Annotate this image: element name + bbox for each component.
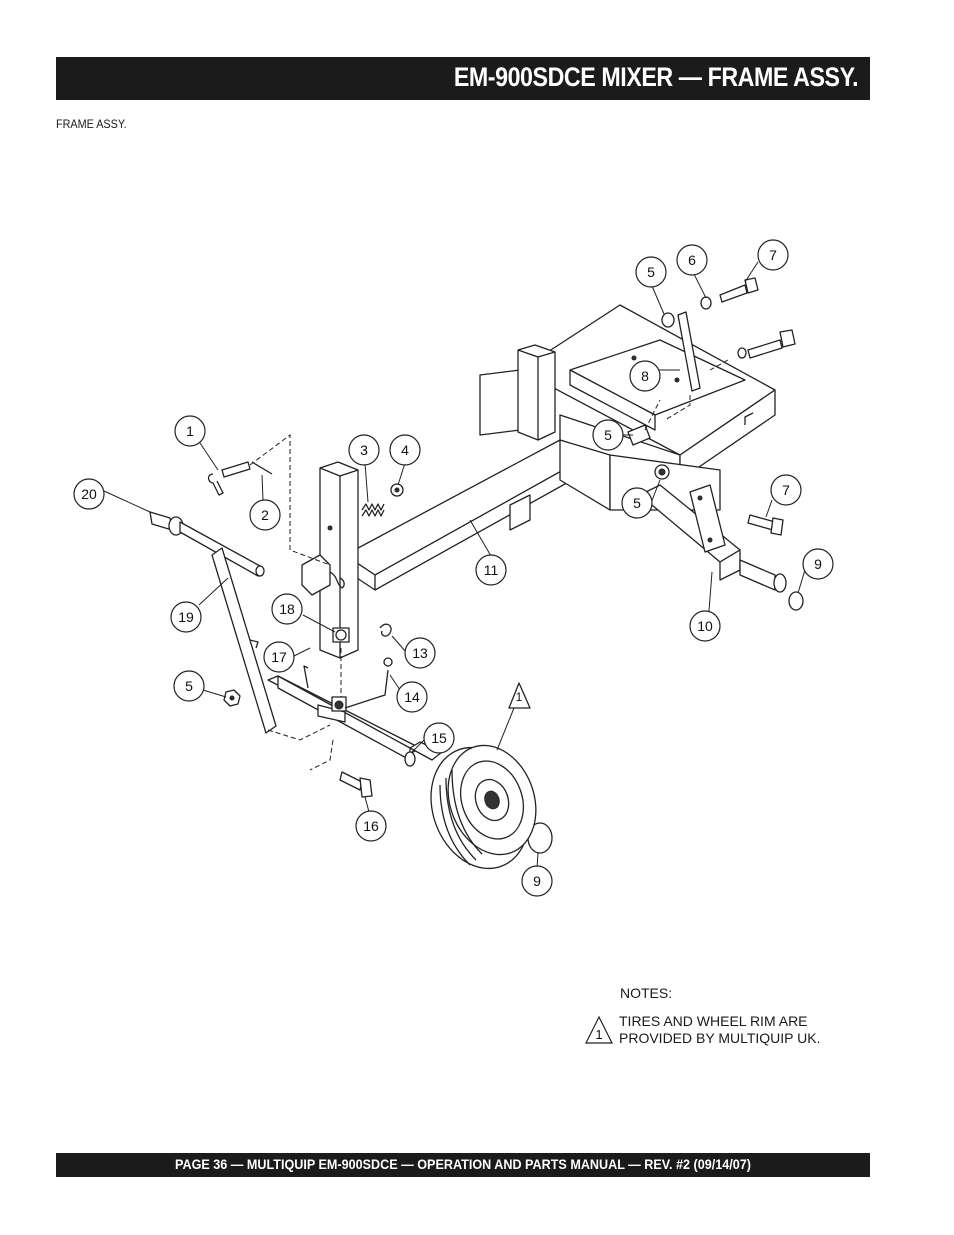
tow-handle [149, 511, 331, 741]
callout-8: 8 [629, 360, 661, 392]
retaining-rings [527, 591, 804, 854]
warning-triangle-icon: 1 [585, 1015, 613, 1044]
note-marker: 1 [595, 1027, 602, 1042]
callout-5-mid: 5 [592, 419, 624, 451]
page-title: EM-900SDCE MIXER — FRAME ASSY. [453, 62, 859, 92]
svg-text:4: 4 [401, 442, 409, 458]
callout-16: 16 [355, 810, 387, 842]
callout-18: 18 [271, 593, 303, 625]
svg-text:19: 19 [178, 609, 194, 625]
svg-text:7: 7 [769, 247, 777, 263]
lower-axle [267, 623, 443, 771]
warning-marker: 1 [516, 690, 523, 704]
section-label: FRAME ASSY. [56, 117, 127, 131]
svg-text:3: 3 [360, 442, 368, 458]
svg-text:18: 18 [279, 601, 295, 617]
callout-3: 3 [348, 434, 380, 466]
callout-4: 4 [389, 434, 421, 466]
svg-text:14: 14 [404, 689, 420, 705]
svg-text:2: 2 [261, 507, 269, 523]
callout-5-lower: 5 [173, 670, 205, 702]
note-text: TIRES AND WHEEL RIM ARE PROVIDED BY MULT… [619, 1013, 821, 1046]
svg-text:1: 1 [186, 423, 194, 439]
svg-text:17: 17 [271, 649, 287, 665]
callout-2: 2 [249, 499, 281, 531]
svg-text:13: 13 [412, 645, 428, 661]
callout-1: 1 [174, 415, 206, 447]
callout-13: 13 [404, 637, 436, 669]
side-bolt [747, 514, 784, 536]
svg-text:8: 8 [641, 368, 649, 384]
svg-text:10: 10 [697, 618, 713, 634]
callout-5-top: 5 [635, 256, 667, 288]
svg-text:16: 16 [363, 818, 379, 834]
pin-and-cotter [207, 434, 331, 566]
svg-text:6: 6 [688, 252, 696, 268]
svg-text:5: 5 [604, 427, 612, 443]
lower-fasteners [223, 689, 373, 798]
wheel [430, 744, 537, 870]
callout-19: 19 [170, 601, 202, 633]
svg-text:15: 15 [431, 730, 447, 746]
spring-and-washer [361, 483, 404, 517]
callout-20: 20 [73, 478, 105, 510]
callout-7-side: 7 [770, 474, 802, 506]
callout-14: 14 [396, 681, 428, 713]
jack-post [301, 461, 359, 700]
callout-10: 10 [689, 610, 721, 642]
axle-tube [639, 464, 787, 593]
warning-triangle: 1 [496, 682, 531, 751]
callout-9-wheel: 9 [521, 865, 553, 897]
footer-text: PAGE 36 — MULTIQUIP EM-900SDCE — OPERATI… [175, 1156, 751, 1172]
leader-lines [103, 261, 806, 869]
svg-text:11: 11 [484, 562, 499, 578]
callout-5-axle: 5 [621, 487, 653, 519]
svg-text:9: 9 [814, 556, 822, 572]
svg-text:5: 5 [647, 264, 655, 280]
callout-7-top: 7 [757, 239, 789, 271]
callout-15: 15 [423, 722, 455, 754]
svg-text:20: 20 [81, 486, 97, 502]
top-bolt-set [627, 277, 796, 446]
footer-bar: PAGE 36 — MULTIQUIP EM-900SDCE — OPERATI… [56, 1153, 870, 1177]
callout-6: 6 [676, 244, 708, 276]
svg-text:5: 5 [633, 495, 641, 511]
callout-17: 17 [263, 641, 295, 673]
note-item: 1 TIRES AND WHEEL RIM ARE PROVIDED BY MU… [584, 1013, 874, 1049]
svg-text:7: 7 [782, 482, 790, 498]
callouts: 1 2 3 4 5 6 7 5 8 5 5 7 9 10 11 18 13 14… [73, 239, 834, 897]
notes-title: NOTES: [620, 985, 673, 1001]
header-bar: EM-900SDCE MIXER — FRAME ASSY. [56, 57, 870, 100]
callout-9-axle: 9 [802, 548, 834, 580]
svg-text:9: 9 [533, 873, 541, 889]
svg-text:5: 5 [185, 678, 193, 694]
callout-11: 11 [475, 554, 507, 586]
